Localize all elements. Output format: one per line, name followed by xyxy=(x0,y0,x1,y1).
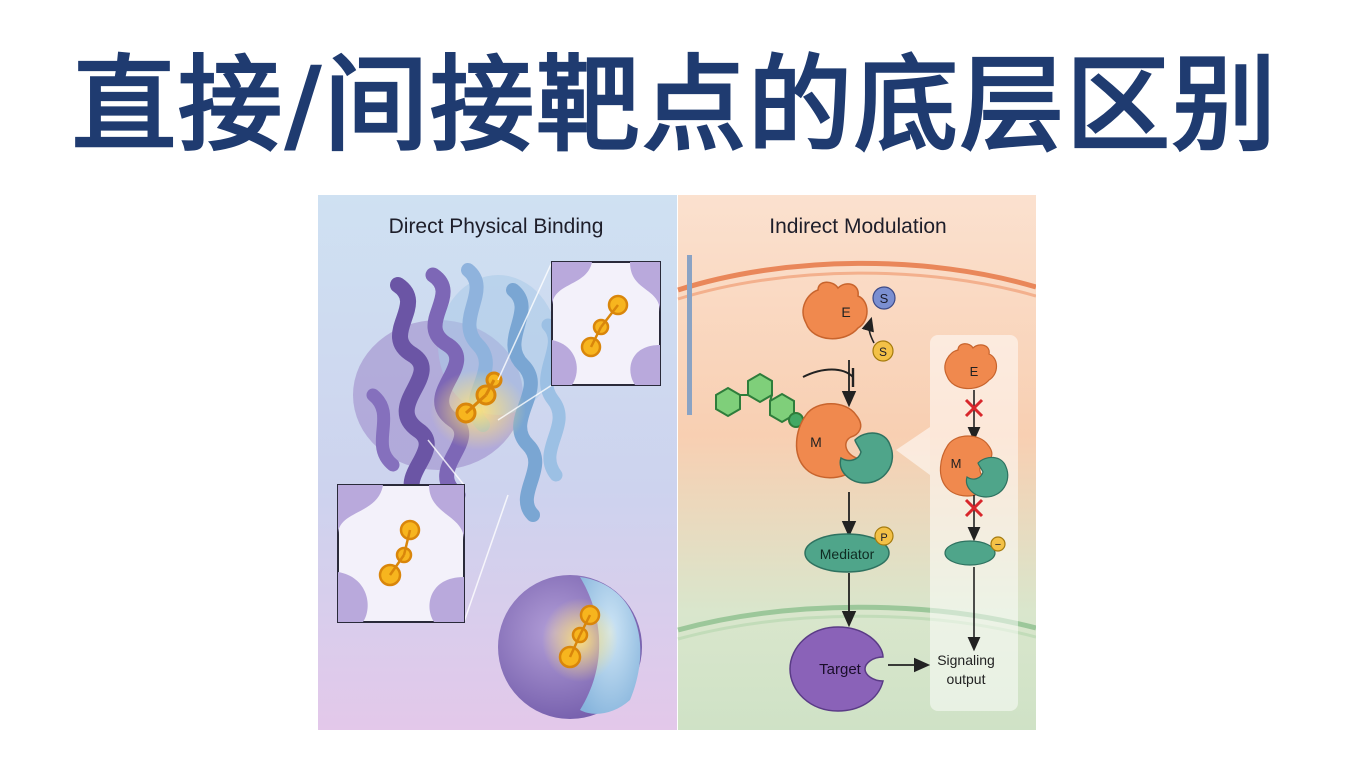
page-title: 直接/间接靶点的底层区别 xyxy=(72,44,1278,166)
svg-text:E: E xyxy=(970,364,979,379)
edge-bar xyxy=(687,255,692,415)
signaling-output-label: Signaling xyxy=(937,652,995,668)
target: Target xyxy=(789,626,884,712)
svg-text:E: E xyxy=(841,304,850,320)
svg-text:S: S xyxy=(879,345,887,359)
enzyme-e: E xyxy=(802,281,868,340)
left-panel-title: Direct Physical Binding xyxy=(389,215,604,238)
svg-text:Mediator: Mediator xyxy=(820,546,875,562)
substrate-s: S xyxy=(872,286,896,310)
block-mark-2 xyxy=(964,498,984,518)
svg-text:S: S xyxy=(880,291,889,306)
right-panel: Indirect Modulation E S S xyxy=(677,195,1036,730)
inhibition-line xyxy=(802,368,854,378)
protein-surface xyxy=(498,575,642,719)
panel-divider xyxy=(677,195,678,730)
ligand-molecule xyxy=(455,371,503,424)
left-panel: Direct Physical Binding xyxy=(318,195,677,730)
mediator-protein-m: M xyxy=(795,403,894,484)
conversion-arrow xyxy=(861,316,875,344)
product-s: S xyxy=(872,340,894,362)
svg-text:−: − xyxy=(995,539,1001,551)
mechanism-figure: Direct Physical Binding xyxy=(318,195,1036,730)
outer-membrane xyxy=(677,260,1036,293)
phospho-badge: P xyxy=(880,532,887,544)
right-panel-title: Indirect Modulation xyxy=(769,215,946,238)
mediator: Mediator P xyxy=(804,526,894,573)
drug-molecule xyxy=(715,372,804,428)
zoom-inset-top xyxy=(497,261,661,421)
svg-text:M: M xyxy=(810,434,822,450)
svg-text:Target: Target xyxy=(819,661,862,678)
signaling-output-label-2: output xyxy=(947,671,986,687)
block-mark-1 xyxy=(964,398,984,418)
svg-text:M: M xyxy=(951,456,962,471)
zoom-inset-bottom xyxy=(337,439,509,623)
inhibited-pathway-inset: E M − Signaling output xyxy=(896,335,1018,711)
protein-structure xyxy=(353,263,566,522)
